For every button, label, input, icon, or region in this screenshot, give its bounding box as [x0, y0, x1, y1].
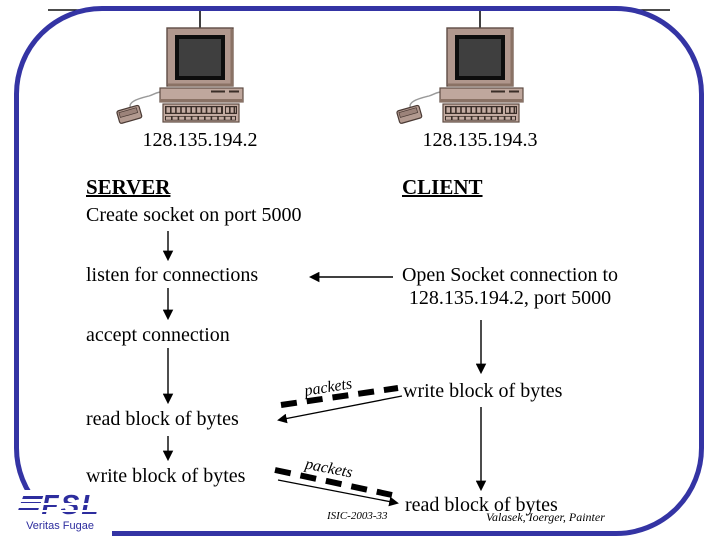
server-ip-label: 128.135.194.2: [142, 129, 258, 151]
client-header: CLIENT: [402, 175, 483, 199]
fsl-logo: FSL Veritas Fugae: [8, 490, 112, 536]
server-step-accept: accept connection: [86, 324, 230, 346]
authors-credit: Valasek, Ioerger, Painter: [486, 510, 605, 524]
logo-text: FSL: [41, 489, 101, 520]
packets-arrow-server-to-client: packets: [274, 455, 399, 507]
server-step-read: read block of bytes: [86, 408, 239, 430]
client-computer-icon: [396, 28, 523, 124]
client-open-line1: Open Socket connection to: [401, 264, 619, 286]
server-step-write: write block of bytes: [86, 465, 246, 487]
logo-speed-lines-icon: [16, 496, 43, 514]
client-step-open-socket: Open Socket connection to 128.135.194.2,…: [394, 264, 626, 310]
client-open-line2: 128.135.194.2, port 5000: [408, 287, 612, 309]
client-flow-arrows: [308, 271, 487, 492]
client-step-write: write block of bytes: [403, 380, 563, 402]
logo-motto: Veritas Fugae: [26, 520, 94, 532]
server-step-listen: listen for connections: [86, 264, 259, 286]
packets-arrow-client-to-server: packets: [277, 375, 403, 424]
server-step-create-socket: Create socket on port 5000: [86, 204, 302, 226]
client-step-read: read block of bytes: [405, 494, 558, 516]
server-header: SERVER: [86, 175, 171, 199]
fsl-wordmark: FSL: [8, 490, 112, 520]
slide-id: ISIC-2003-33: [327, 510, 388, 522]
network-bus-line: [48, 9, 670, 34]
client-ip-label: 128.135.194.3: [422, 129, 538, 151]
server-computer-icon: [116, 28, 243, 124]
